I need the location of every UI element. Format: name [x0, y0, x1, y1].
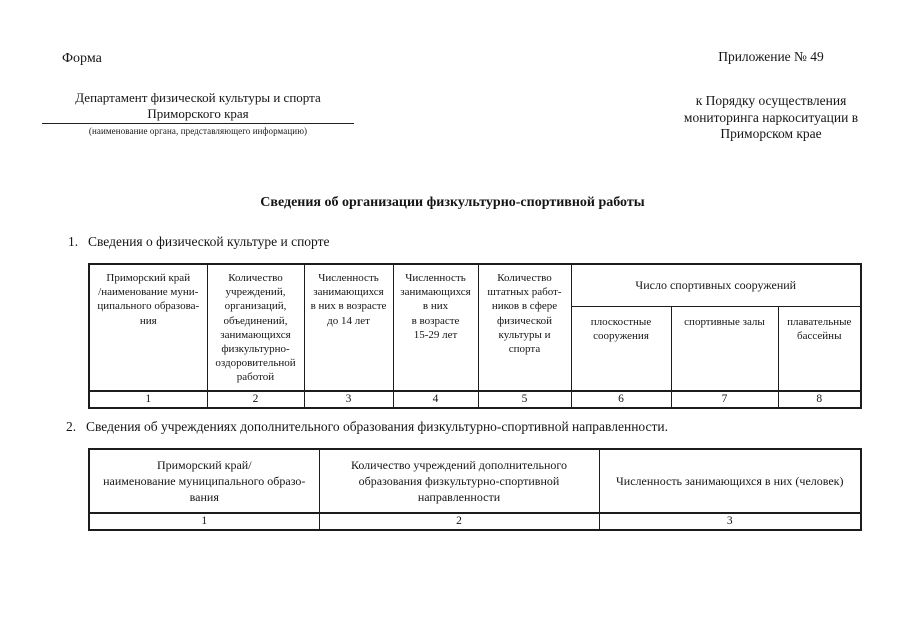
document-title: Сведения об организации физкультурно-спо… [260, 195, 645, 210]
table1-header-staff: Количество штатных работ- ников в сфере … [477, 263, 572, 392]
table2-colnum-2: 2 [318, 512, 600, 531]
form-label: Форма [62, 51, 102, 66]
department-name-line1: Департамент физической культуры и спорта [75, 90, 321, 105]
department-block: Департамент физической культуры и спорта… [42, 90, 354, 136]
section2-label: Сведения об учреждениях дополнительного … [86, 419, 668, 434]
table2-header-institutions: Количество учреждений дополнительного об… [318, 448, 600, 514]
table1-colnum-8: 8 [777, 390, 862, 409]
appendix-subtitle: к Порядку осуществления мониторинга нарк… [683, 93, 859, 141]
table1-header-under14: Численность занимающихся в них в возраст… [303, 263, 394, 392]
section1-label: Сведения о физической культуре и спорте [88, 234, 330, 249]
section2-heading: 2. Сведения об учреждениях дополнительног… [66, 419, 668, 435]
table1-span-header-facilities: Число спортивных сооружений [570, 263, 862, 307]
section2-number: 2. [66, 419, 77, 434]
sports-statistics-table: Приморский край /наименование муни- ципа… [88, 263, 863, 409]
table1-header-flat-facilities: плоскостные сооружения [570, 305, 672, 392]
table1-header-15-29: Численность занимающихся в них в возраст… [392, 263, 479, 392]
table1-header-institutions: Количество учреждений, организаций, объе… [206, 263, 305, 392]
additional-education-table: Приморский край/ наименование муниципаль… [88, 448, 862, 531]
table2-colnum-3: 3 [598, 512, 862, 531]
table2-colnum-1: 1 [88, 512, 320, 531]
appendix-number: Приложение № 49 [718, 49, 824, 64]
department-caption: (наименование органа, представляющего ин… [88, 126, 308, 136]
department-name-line2: Приморского края [147, 105, 249, 121]
table1-colnum-6: 6 [570, 390, 672, 409]
table1-colnum-5: 5 [477, 390, 572, 409]
table2-header-participants: Численность занимающихся в них (человек) [598, 448, 862, 514]
section1-number: 1. [68, 234, 79, 249]
table1-header-region: Приморский край /наименование муни- ципа… [88, 263, 208, 392]
table1-colnum-1: 1 [88, 390, 208, 409]
section1-heading: 1. Сведения о физической культуре и спорт… [68, 234, 330, 250]
table2-header-region: Приморский край/ наименование муниципаль… [88, 448, 320, 514]
table1-colnum-4: 4 [392, 390, 479, 409]
table1-colnum-7: 7 [670, 390, 779, 409]
table1-header-gyms: спортивные залы [670, 305, 779, 392]
table1-colnum-3: 3 [303, 390, 394, 409]
table1-header-pools: плавательные бассейны [777, 305, 862, 392]
table1-colnum-2: 2 [206, 390, 305, 409]
